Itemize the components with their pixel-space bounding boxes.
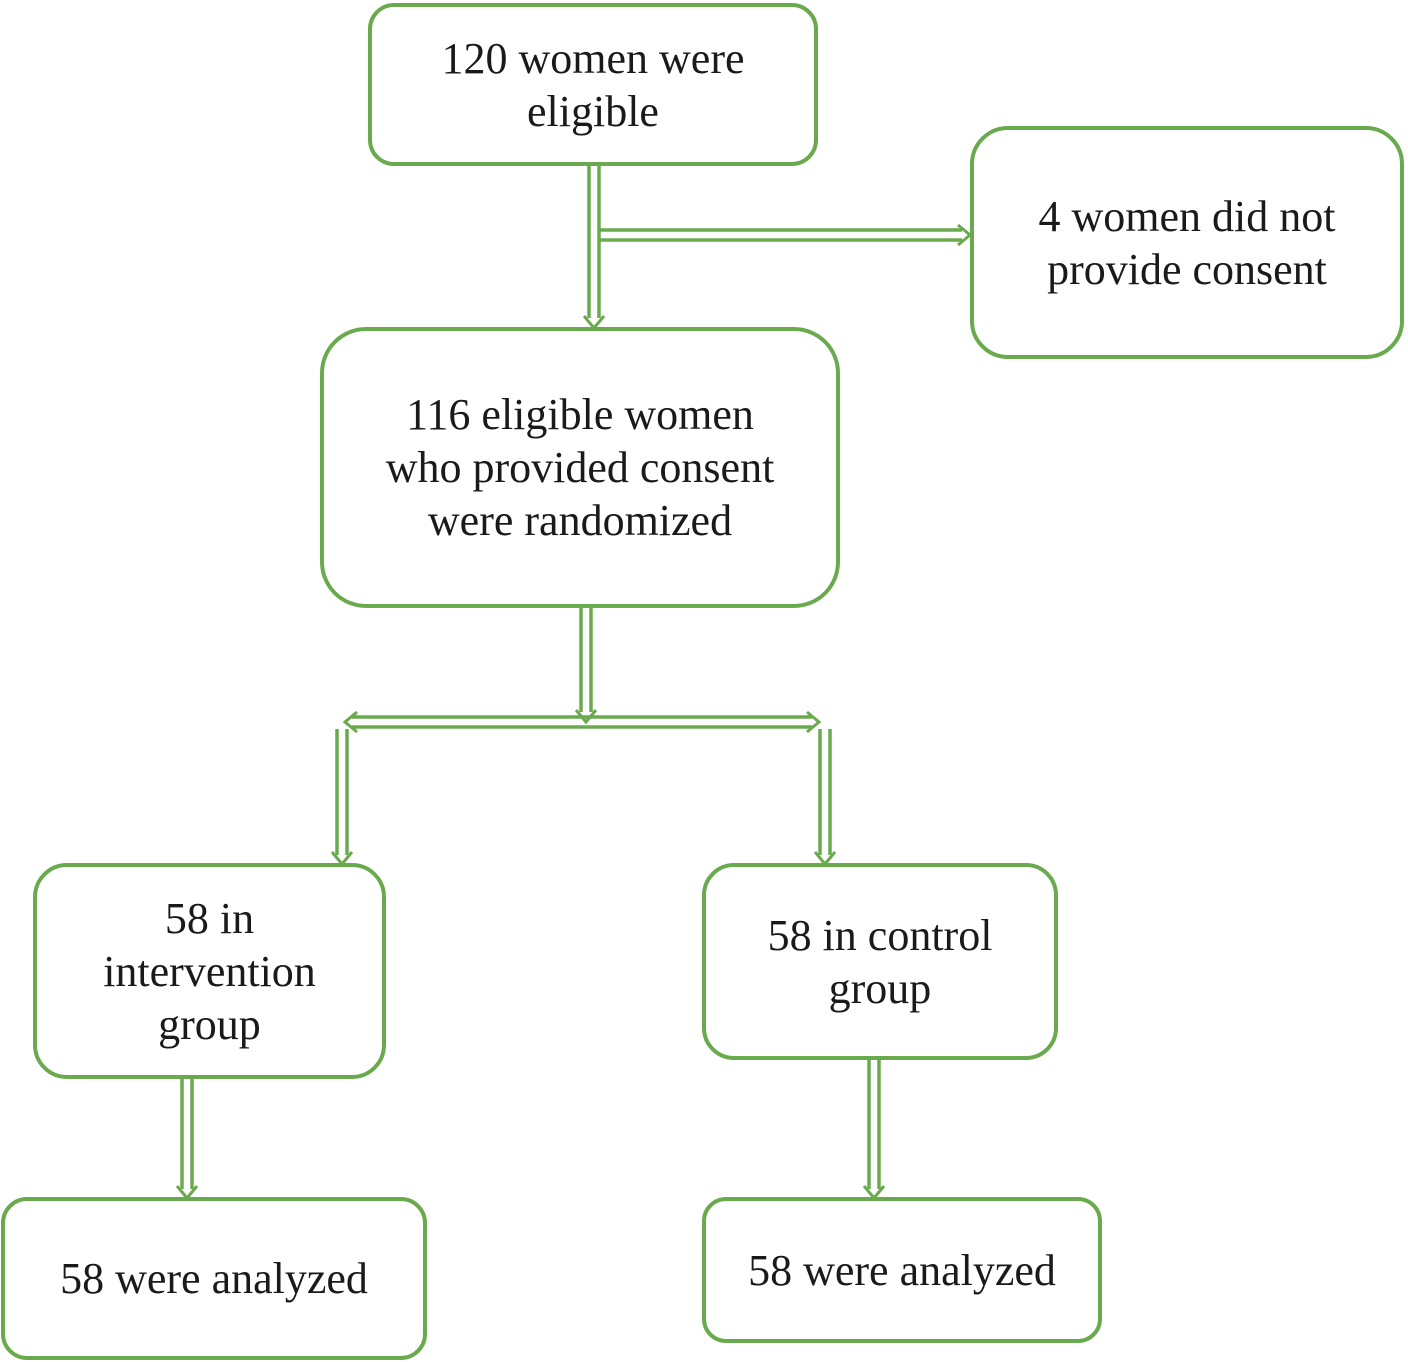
intervention-text: 58 in intervention group (103, 893, 316, 1049)
eligible-box: 120 women were eligible (368, 3, 818, 166)
arrow-intervention-to-analyzed (180, 1079, 194, 1189)
eligible-text: 120 women were eligible (441, 33, 745, 136)
intervention-analyzed-text: 58 were analyzed (60, 1254, 368, 1303)
arrow-eligible-to-no-consent (599, 228, 962, 242)
arrowhead-down-split (574, 709, 598, 725)
arrow-split-to-intervention (335, 729, 349, 855)
arrow-control-to-analyzed (867, 1060, 881, 1189)
control-box: 58 in control group (702, 863, 1058, 1060)
arrowhead-left-split (342, 710, 358, 734)
arrow-eligible-to-randomized (587, 166, 601, 318)
randomized-box: 116 eligible women who provided consent … (320, 327, 840, 608)
intervention-box: 58 in intervention group (33, 863, 386, 1079)
arrowhead-right-no-consent (957, 223, 973, 247)
arrow-randomized-to-split (579, 607, 593, 712)
arrowhead-right-split (806, 710, 822, 734)
control-analyzed-text: 58 were analyzed (748, 1245, 1056, 1295)
control-text: 58 in control group (767, 910, 993, 1013)
no-consent-text: 4 women did not provide consent (1038, 191, 1336, 294)
randomized-text: 116 eligible women who provided consent … (385, 390, 775, 545)
control-analyzed-box: 58 were analyzed (702, 1197, 1102, 1343)
arrow-split-to-control (818, 729, 832, 855)
no-consent-box: 4 women did not provide consent (970, 126, 1404, 359)
intervention-analyzed-box: 58 were analyzed (1, 1197, 427, 1360)
